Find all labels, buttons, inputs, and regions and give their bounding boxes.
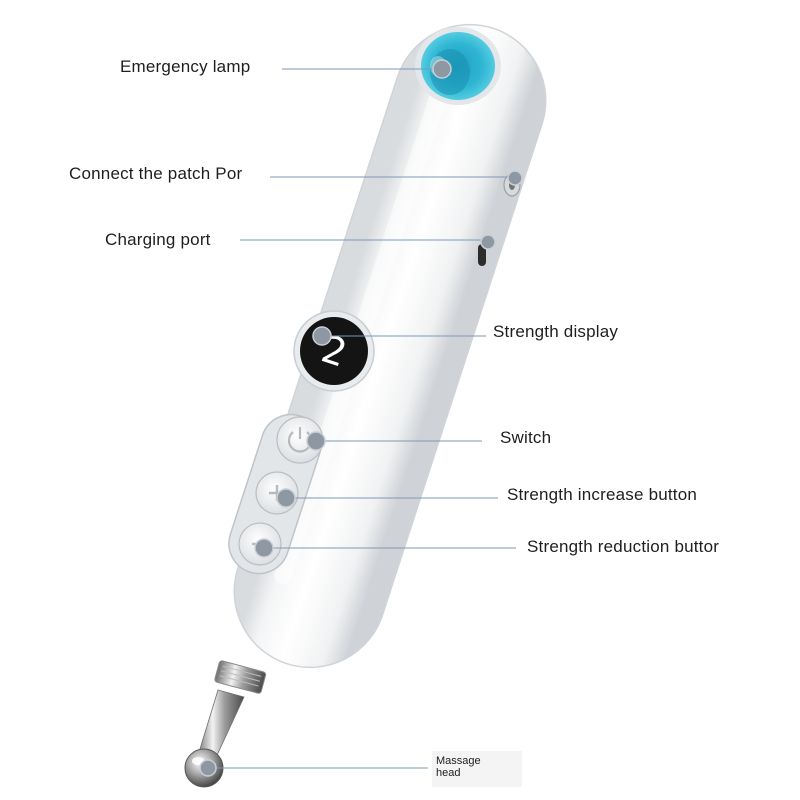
label-massage-head-line1: Massage	[436, 755, 481, 767]
label-switch: Switch	[500, 428, 552, 447]
label-strength-display: Strength display	[493, 322, 619, 341]
power-button[interactable]	[276, 416, 324, 464]
strength-display: 2	[293, 310, 375, 392]
leader-lines	[208, 68, 516, 769]
label-patch-port: Connect the patch Por	[69, 164, 243, 183]
label-massage-head-line2: head	[436, 767, 461, 779]
callout-dots	[199, 59, 523, 777]
charging-port	[478, 244, 486, 266]
label-emergency-lamp: Emergency lamp	[120, 57, 251, 76]
label-massage-head: Massage head	[436, 755, 516, 779]
label-strength-increase: Strength increase button	[507, 485, 698, 504]
massage-head-label-box	[432, 751, 522, 787]
label-strength-reduction: Strength reduction buttor	[527, 537, 720, 556]
massage-head-assembly	[184, 660, 267, 788]
metal-collar	[214, 660, 267, 694]
device-body	[233, 23, 547, 669]
label-charging-port: Charging port	[105, 230, 211, 249]
emergency-lamp	[415, 27, 501, 105]
